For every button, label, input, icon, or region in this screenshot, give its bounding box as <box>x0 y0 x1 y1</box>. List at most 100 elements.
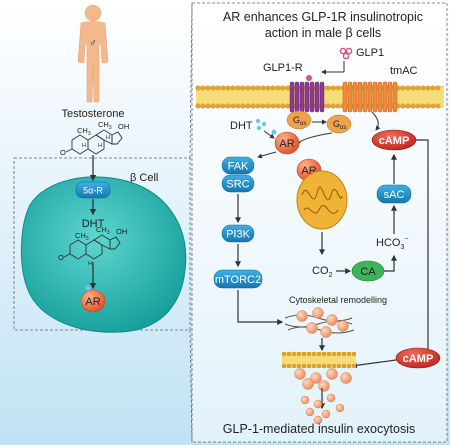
lipid-head <box>280 85 286 91</box>
lipid-head <box>215 85 221 91</box>
lipid-head <box>336 351 342 357</box>
lipid-head <box>265 85 271 91</box>
camp-lower-label: cAMP <box>403 353 434 365</box>
lipid-head <box>326 363 332 369</box>
insulin-granule <box>320 326 332 338</box>
lipid-head <box>230 103 236 109</box>
ca-label: CA <box>360 266 376 278</box>
lipid-head <box>425 103 431 109</box>
lipid-head <box>311 351 317 357</box>
ca-to-hco3-arrow <box>384 254 397 272</box>
lipid-head <box>400 103 406 109</box>
cytoskeletal-label: Cytoskeletal remodelling <box>289 295 387 305</box>
lipid-head <box>306 363 312 369</box>
lipid-head <box>331 351 337 357</box>
src-label: SRC <box>226 179 249 191</box>
dht-label-left: DHT <box>82 218 105 230</box>
lipid-head <box>351 351 357 357</box>
sac-box <box>376 184 412 204</box>
lipid-head <box>331 363 337 369</box>
lipid-head <box>400 85 406 91</box>
lipid-head <box>275 103 281 109</box>
lipid-head <box>270 103 276 109</box>
lipid-head <box>341 351 347 357</box>
mtorc2-box <box>213 269 263 289</box>
insulin-granule <box>313 399 323 409</box>
camp-down-line <box>416 139 429 355</box>
dht-structure <box>63 234 121 260</box>
gas-label-1: Gαs <box>293 115 306 127</box>
camp-lower-blob <box>395 347 441 369</box>
lipid-head <box>205 85 211 91</box>
lipid-head <box>351 363 357 369</box>
lipid-head <box>260 103 266 109</box>
5ar-label: 5α-R <box>83 186 103 196</box>
tmac-enzyme <box>342 81 398 113</box>
insulin-granules-top <box>296 307 349 338</box>
lipid-head <box>230 85 236 91</box>
insulin-granule <box>340 372 352 384</box>
insulin-granule <box>335 403 345 413</box>
camp-upper-label: cAMP <box>379 135 410 147</box>
gas-protein-2 <box>326 114 352 134</box>
pi3k-box <box>221 224 255 243</box>
glp1r-label: GLP1-R <box>263 62 303 74</box>
lipid-head <box>425 85 431 91</box>
gas-protein-1 <box>286 110 312 130</box>
lipid-head <box>430 85 436 91</box>
testosterone-structure <box>65 129 123 155</box>
glp1-ligand-icon <box>339 47 353 60</box>
lipid-head <box>405 103 411 109</box>
ar-to-fak-arrow <box>257 151 277 159</box>
exocytosis-membrane <box>281 351 357 369</box>
lipid-head <box>301 363 307 369</box>
lipid-head <box>335 85 341 91</box>
insulin-granules-bottom <box>294 368 352 392</box>
insulin-granule <box>312 307 324 319</box>
lipid-head <box>285 103 291 109</box>
lipid-head <box>301 351 307 357</box>
lipid-head <box>316 351 322 357</box>
lipid-head <box>245 103 251 109</box>
lipid-head <box>281 363 287 369</box>
lipid-head <box>410 103 416 109</box>
lipid-head <box>336 363 342 369</box>
lipid-head <box>265 103 271 109</box>
mtorc2-label: mTORC2 <box>215 274 261 286</box>
glp1r-receptor <box>289 81 325 113</box>
lipid-head <box>210 85 216 91</box>
h-label-4: H <box>88 261 92 267</box>
lipid-head <box>435 103 441 109</box>
h-label-1: H <box>82 143 86 149</box>
gas-label-2: Gαs <box>333 119 346 131</box>
zoom-connector-bottom <box>189 329 193 443</box>
h-label-2: H <box>98 143 102 149</box>
ch3-label-1: CH3 <box>77 126 91 137</box>
lipid-head <box>235 85 241 91</box>
beta-cell-label: β Cell <box>130 172 158 184</box>
lipid-head <box>346 363 352 369</box>
lipid-head <box>200 85 206 91</box>
lipid-head <box>405 85 411 91</box>
testosterone-label: Testosterone <box>62 108 125 120</box>
zoom-connector-top <box>189 2 193 159</box>
lipid-head <box>205 103 211 109</box>
lipid-head <box>341 363 347 369</box>
lipid-head <box>430 103 436 109</box>
ch3-label-3: CH3 <box>75 231 89 242</box>
lipid-head <box>296 351 302 357</box>
lipid-head <box>296 363 302 369</box>
lipid-head <box>321 363 327 369</box>
glp1-bound-dot-icon <box>306 75 312 81</box>
lipid-head <box>326 351 332 357</box>
fak-box <box>221 156 255 175</box>
insulin-granule <box>305 407 315 417</box>
lipid-head <box>346 351 352 357</box>
insulin-granule <box>306 322 318 334</box>
insulin-granule <box>318 380 330 392</box>
bottom-caption: GLP-1-mediated insulin exocytosis <box>223 422 415 436</box>
panel-title-line1: AR enhances GLP-1R insulinotropic <box>223 10 423 24</box>
released-insulin-granules <box>300 393 345 425</box>
